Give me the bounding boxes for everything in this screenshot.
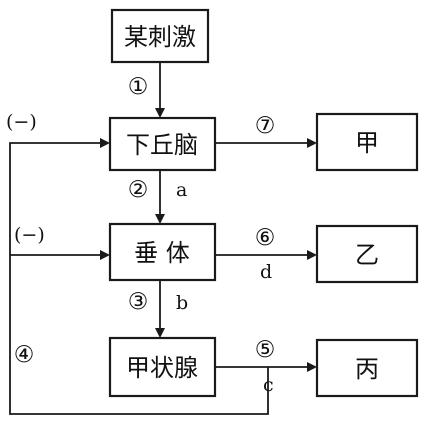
feedback-loop-line — [9, 142, 269, 415]
step-3-label: ③ — [128, 289, 149, 315]
feedback-sign-lower: (−) — [14, 224, 45, 246]
step-6-label: ⑥ — [255, 225, 276, 251]
step-7-label: ⑦ — [255, 113, 276, 139]
feedback-arrowhead-pituitary — [100, 250, 110, 260]
stimulus-label: 某刺激 — [124, 23, 196, 51]
hormone-c-label: c — [263, 374, 274, 396]
pituitary-label: 垂 体 — [134, 239, 190, 267]
stimulus-box: 某刺激 — [110, 8, 210, 64]
bing-label: 丙 — [355, 355, 379, 383]
hormone-b-label: b — [176, 292, 188, 314]
arrowhead-7 — [307, 138, 317, 148]
yi-box: 乙 — [315, 224, 419, 284]
feedback-sign-upper: (−) — [6, 111, 37, 133]
arrowhead-3 — [155, 328, 165, 338]
bing-box: 丙 — [315, 338, 419, 398]
hypothalamus-label: 下丘脑 — [126, 131, 198, 159]
hormone-a-label: a — [176, 179, 187, 201]
jia-box: 甲 — [315, 112, 419, 172]
hormone-d-label: d — [260, 261, 272, 283]
arrowhead-1 — [155, 108, 165, 118]
arrowhead-5 — [307, 362, 317, 372]
step-2-label: ② — [128, 177, 149, 203]
thyroid-box: 甲状腺 — [108, 336, 217, 398]
step-4-label: ④ — [14, 342, 35, 368]
arrowhead-6 — [307, 250, 317, 260]
step-1-label: ① — [128, 74, 149, 100]
pituitary-box: 垂 体 — [108, 222, 217, 282]
arrowhead-2 — [155, 214, 165, 224]
hypothalamus-box: 下丘脑 — [108, 116, 217, 172]
yi-label: 乙 — [355, 241, 379, 269]
thyroid-label: 甲状腺 — [126, 354, 198, 382]
feedback-arrowhead-hypothalamus — [100, 138, 110, 148]
jia-label: 甲 — [355, 129, 379, 157]
step-5-label: ⑤ — [255, 337, 276, 363]
